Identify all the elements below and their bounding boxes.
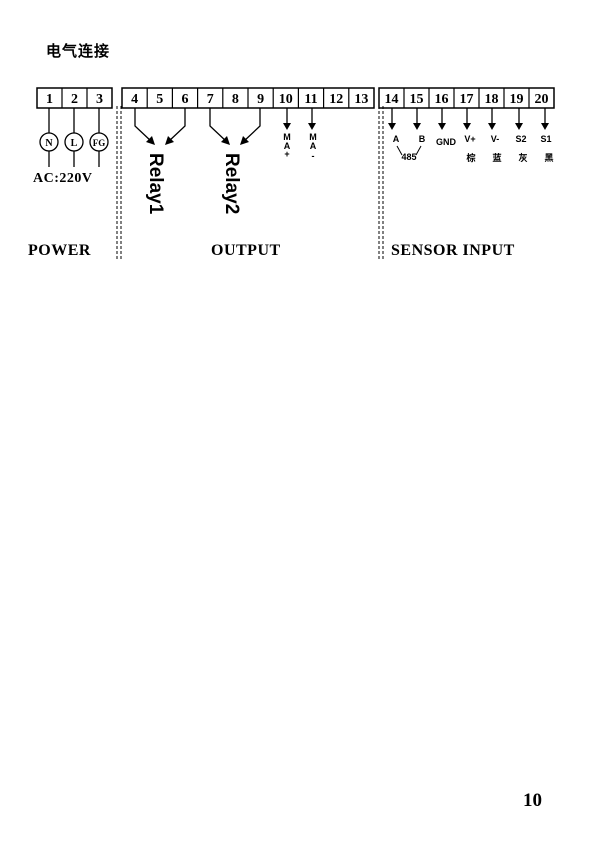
terminal-15: 15 bbox=[410, 92, 424, 107]
relay-wiring bbox=[134, 108, 261, 143]
terminal-16: 16 bbox=[435, 92, 449, 107]
terminal-1: 1 bbox=[46, 92, 53, 107]
ma-plus-m: M bbox=[283, 132, 291, 142]
ma-minus-m: M bbox=[309, 132, 317, 142]
ma-arrowheads bbox=[283, 123, 316, 130]
sensor-gnd-label: GND bbox=[436, 137, 457, 147]
terminal-18: 18 bbox=[485, 92, 499, 107]
sensor-vplus-label: V+ bbox=[464, 134, 475, 144]
sensor-wiring bbox=[391, 108, 546, 123]
wire-color-blue: 蓝 bbox=[492, 152, 501, 164]
terminal-14: 14 bbox=[385, 92, 399, 107]
terminal-4: 4 bbox=[131, 92, 138, 107]
terminal-3: 3 bbox=[96, 92, 103, 107]
power-wiring bbox=[39, 108, 109, 167]
power-section-label: POWER bbox=[28, 242, 91, 259]
pin-n: N bbox=[45, 138, 53, 149]
pin-l: L bbox=[71, 138, 78, 149]
relay-arrowheads bbox=[146, 136, 249, 145]
terminal-8: 8 bbox=[232, 92, 239, 107]
page-title: 电气连接 bbox=[46, 42, 111, 60]
rs485-label: 485 bbox=[401, 152, 416, 162]
wire-color-black: 黑 bbox=[544, 153, 553, 164]
rs485-bracket bbox=[396, 145, 422, 156]
terminal-5: 5 bbox=[156, 92, 163, 107]
terminal-9: 9 bbox=[257, 92, 264, 107]
terminal-11: 11 bbox=[304, 92, 317, 107]
relay2-label: Relay2 bbox=[221, 153, 242, 214]
voltage-label: AC:220V bbox=[33, 171, 93, 186]
sensor-vminus-label: V- bbox=[491, 134, 500, 144]
sensor-b-label: B bbox=[419, 134, 426, 144]
section-dividers bbox=[116, 106, 384, 260]
output-section-label: OUTPUT bbox=[211, 242, 281, 259]
terminal-19: 19 bbox=[510, 92, 524, 107]
terminal-20: 20 bbox=[535, 92, 549, 107]
wire-color-gray: 灰 bbox=[518, 152, 527, 164]
ma-plus-sign: + bbox=[284, 149, 289, 159]
sensor-a-label: A bbox=[393, 134, 400, 144]
ma-plus-a: A bbox=[284, 141, 291, 151]
wire-color-brown: 棕 bbox=[465, 152, 475, 164]
terminal-7: 7 bbox=[207, 92, 214, 107]
sensor-s1-label: S1 bbox=[540, 134, 551, 144]
sensor-arrowheads bbox=[388, 123, 549, 130]
terminal-2: 2 bbox=[71, 92, 78, 107]
sensor-s2-label: S2 bbox=[515, 134, 526, 144]
terminal-12: 12 bbox=[329, 92, 343, 107]
page-number: 10 bbox=[523, 790, 542, 811]
ma-wiring bbox=[286, 108, 313, 123]
ma-minus-a: A bbox=[310, 141, 317, 151]
sensor-section-label: SENSOR INPUT bbox=[391, 242, 515, 259]
terminal-10: 10 bbox=[279, 92, 293, 107]
relay1-label: Relay1 bbox=[145, 153, 166, 215]
terminal-13: 13 bbox=[354, 92, 368, 107]
ma-minus-sign: - bbox=[312, 151, 315, 161]
terminal-6: 6 bbox=[182, 92, 189, 107]
terminal-17: 17 bbox=[460, 92, 474, 107]
pin-fg: FG bbox=[93, 138, 106, 148]
